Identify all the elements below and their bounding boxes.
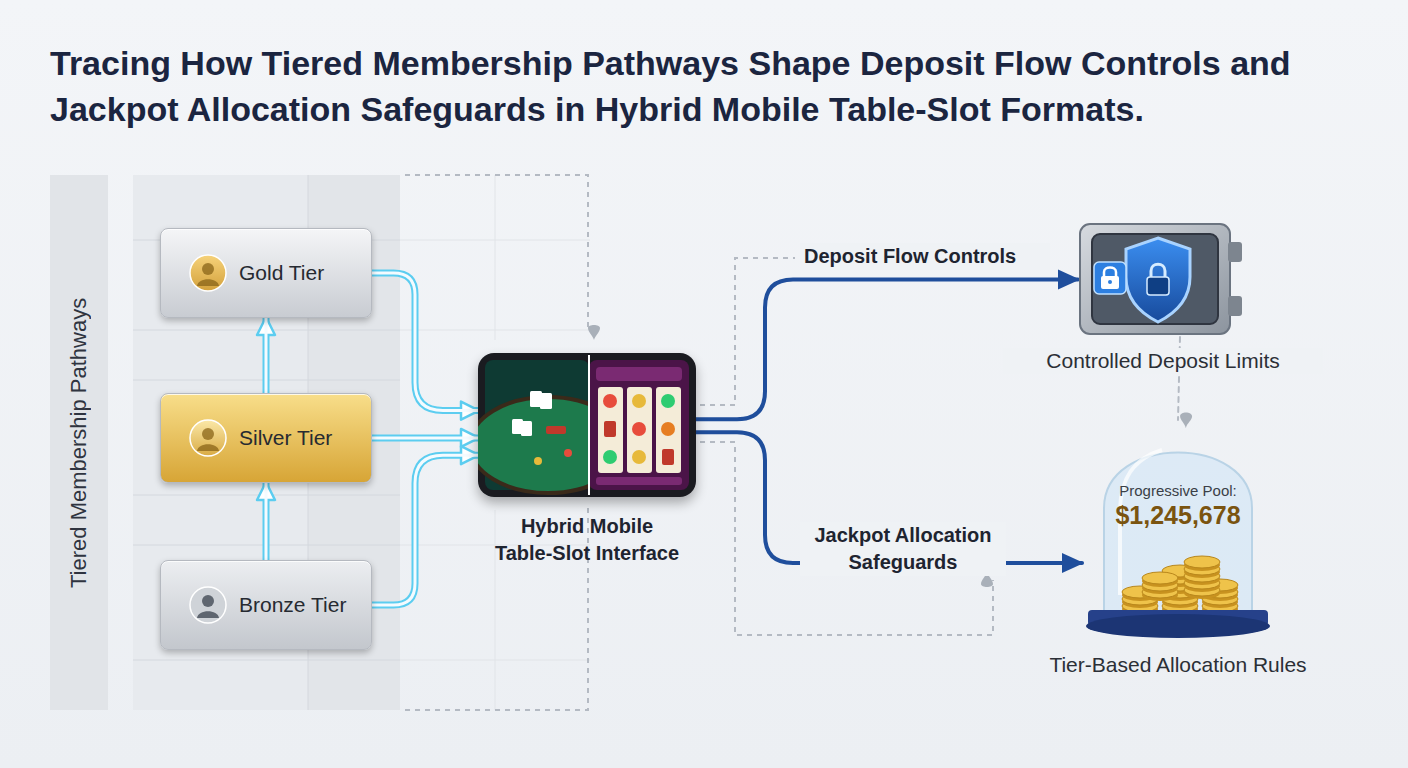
tier-panel [133, 175, 400, 710]
connector-line [372, 434, 478, 441]
connector-line [372, 273, 478, 411]
connector [266, 483, 267, 560]
jackpot-jar-illustration [1082, 420, 1274, 640]
phone-node: Hybrid Mobile Table-Slot Interface [478, 353, 696, 497]
connector-line [263, 318, 270, 393]
connector [372, 273, 478, 411]
edge-label: Deposit Flow Controls [800, 243, 1050, 270]
tier-label: Gold Tier [239, 229, 369, 317]
tier-box: Gold Tier [160, 228, 372, 318]
connector-line [372, 455, 478, 605]
connector [372, 437, 478, 438]
node-caption: Hybrid Mobile Table-Slot Interface [492, 513, 682, 567]
member-icon-holder [189, 419, 227, 461]
member-icon [189, 586, 227, 624]
band-label: Tiered Membership Pathways [50, 175, 108, 710]
jar-node: Progressive Pool:$1,245,678Tier-Based Al… [1082, 420, 1274, 640]
tier-label: Bronze Tier [239, 561, 369, 649]
connector [372, 455, 478, 605]
phone-illustration [478, 353, 696, 497]
connector-inner-line [372, 455, 478, 605]
edge-label: Jackpot Allocation Safeguards [800, 522, 1006, 576]
connector-inner-line [372, 273, 478, 411]
band-node: Tiered Membership Pathways [50, 175, 108, 710]
tier-box: Silver Tier [160, 393, 372, 483]
member-icon [189, 419, 227, 457]
diagram-title: Tracing How Tiered Membership Pathways S… [50, 40, 1400, 132]
member-icon-holder [189, 586, 227, 628]
connector-line [263, 483, 270, 560]
grid-lines [133, 175, 400, 710]
member-icon [189, 254, 227, 292]
tier-box: Bronze Tier [160, 560, 372, 650]
connector-inner-line [372, 436, 478, 439]
vault-illustration [1078, 222, 1248, 337]
pool-amount: $1,245,678 [1082, 500, 1274, 530]
connector-inner-line [265, 318, 268, 393]
node-caption: Tier-Based Allocation Rules [1016, 652, 1340, 678]
vault-node: Controlled Deposit Limits [1078, 222, 1248, 337]
connector [266, 318, 267, 393]
node-caption: Controlled Deposit Limits [1003, 348, 1323, 374]
pool-label: Progressive Pool: [1082, 482, 1274, 500]
dashed-guide [405, 175, 588, 332]
member-icon-holder [189, 254, 227, 296]
connector-inner-line [265, 483, 268, 560]
tier-label: Silver Tier [239, 394, 369, 482]
